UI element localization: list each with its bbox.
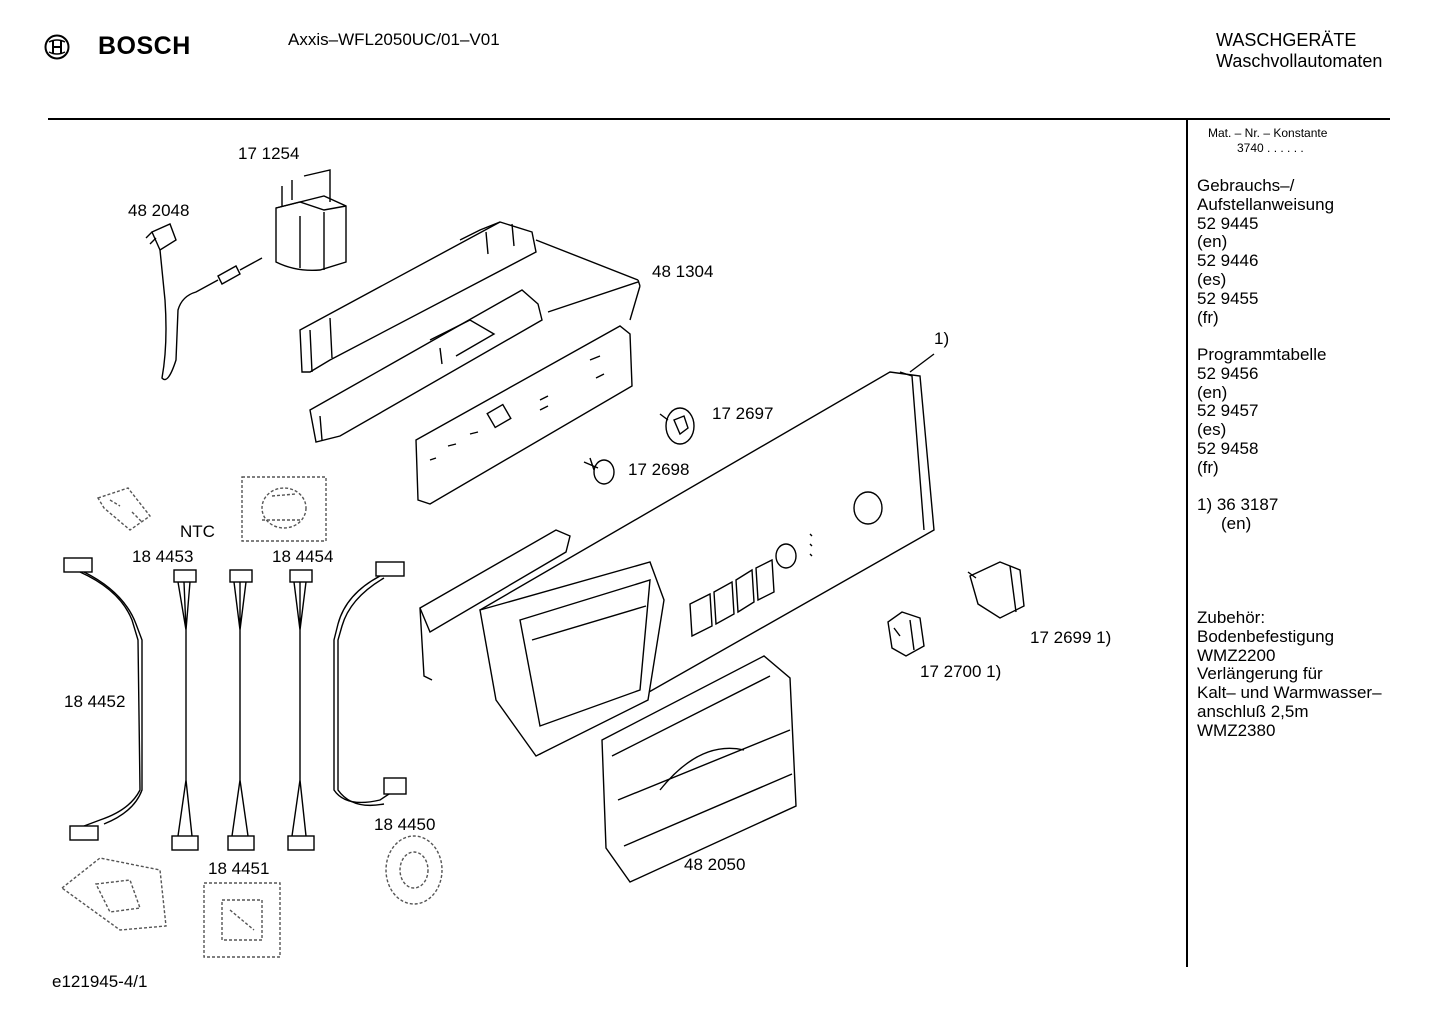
category-subtitle: Waschvollautomaten bbox=[1216, 51, 1383, 71]
wire-harness-184452-drawing bbox=[63, 557, 143, 841]
manual-section: Gebrauchs–/ Aufstellanweisung 52 9445 (e… bbox=[1197, 176, 1402, 327]
pressure-switch-drawing bbox=[275, 169, 347, 272]
list-item: Kalt– und Warmwasser– bbox=[1197, 683, 1382, 703]
list-item: 52 9457 bbox=[1197, 401, 1259, 421]
part-label-172697: 17 2697 bbox=[712, 404, 774, 423]
mat-nr-label: Mat. – Nr. – Konstante bbox=[1208, 126, 1328, 140]
knob-172699-drawing bbox=[967, 561, 1025, 619]
list-item: anschluß 2,5m bbox=[1197, 701, 1309, 721]
list-item: (es) bbox=[1197, 269, 1227, 289]
control-panel-drawing bbox=[419, 371, 935, 757]
list-item: Bodenbefestigung bbox=[1197, 626, 1335, 646]
list-item: (es) bbox=[1197, 420, 1227, 440]
list-item: WMZ2200 bbox=[1197, 645, 1276, 665]
manual-title: Gebrauchs–/ Aufstellanweisung bbox=[1197, 176, 1335, 214]
control-module-drawing bbox=[299, 221, 641, 505]
part-label-482050: 48 2050 bbox=[684, 855, 746, 874]
list-item: (en) bbox=[1197, 232, 1228, 252]
valve-outline-drawing bbox=[203, 882, 281, 958]
list-item: WMZ2380 bbox=[1197, 720, 1276, 740]
part-label-184451: 18 4451 bbox=[208, 859, 270, 878]
footnote-line: 1) 36 3187 bbox=[1197, 495, 1279, 514]
part-label-ntc: NTC bbox=[180, 522, 215, 541]
part-label-184454: 18 4454 bbox=[272, 547, 334, 566]
sidebar-divider bbox=[1186, 119, 1188, 967]
part-label-184453: 18 4453 bbox=[132, 547, 194, 566]
list-item: 52 9456 bbox=[1197, 363, 1259, 383]
part-label-184450: 18 4450 bbox=[374, 815, 436, 834]
knob-172697-drawing bbox=[659, 407, 695, 445]
header-divider bbox=[48, 118, 1390, 120]
list-item: 52 9455 bbox=[1197, 288, 1259, 308]
mat-nr-value: 3740 . . . . . . bbox=[1237, 141, 1304, 155]
list-item: (fr) bbox=[1197, 307, 1219, 327]
footnote-section: 1) 36 3187 (en) bbox=[1197, 495, 1402, 534]
part-label-482048: 48 2048 bbox=[128, 201, 190, 220]
part-label-481304: 48 1304 bbox=[652, 262, 714, 281]
knob-172700-drawing bbox=[887, 611, 925, 657]
bosch-logo-icon bbox=[44, 34, 70, 60]
knob-172698-drawing bbox=[583, 457, 615, 485]
wire-harness-184451-drawing bbox=[171, 569, 315, 851]
program-title: Programmtabelle bbox=[1197, 345, 1327, 364]
accessory-title: Zubehör: bbox=[1197, 608, 1266, 627]
leader-line-ref1 bbox=[909, 353, 935, 373]
list-item: (fr) bbox=[1197, 457, 1219, 477]
wire-harness-184450-drawing bbox=[333, 561, 407, 807]
category-title: WASCHGERÄTE bbox=[1216, 30, 1357, 50]
power-cord-drawing bbox=[145, 223, 263, 381]
list-item: 52 9445 bbox=[1197, 213, 1259, 233]
model-number: Axxis–WFL2050UC/01–V01 bbox=[288, 30, 500, 49]
part-label-172700: 17 2700 1) bbox=[920, 662, 1002, 681]
document-id: e121945-4/1 bbox=[52, 972, 148, 991]
brand-name: BOSCH bbox=[98, 32, 191, 60]
list-item: (en) bbox=[1197, 382, 1228, 402]
part-label-171254: 17 1254 bbox=[238, 144, 300, 163]
accessory-section: Zubehör: Bodenbefestigung WMZ2200 Verlän… bbox=[1197, 608, 1402, 741]
program-table-section: Programmtabelle 52 9456 (en) 52 9457 (es… bbox=[1197, 345, 1402, 478]
list-item: 52 9458 bbox=[1197, 438, 1259, 458]
part-label-ref1: 1) bbox=[934, 329, 950, 348]
drain-pump-outline-drawing bbox=[385, 835, 443, 905]
motor-outline-drawing bbox=[60, 857, 167, 931]
pump-184454-drawing bbox=[241, 476, 327, 542]
list-item: 52 9446 bbox=[1197, 251, 1259, 271]
part-label-184452: 18 4452 bbox=[64, 692, 126, 711]
part-label-172699: 17 2699 1) bbox=[1030, 628, 1112, 647]
list-item: Verlängerung für bbox=[1197, 664, 1323, 684]
part-label-172698: 17 2698 bbox=[628, 460, 690, 479]
footnote-language: (en) bbox=[1221, 513, 1252, 533]
exploded-parts-diagram bbox=[60, 169, 1025, 958]
drawer-front-drawing bbox=[601, 655, 797, 883]
ntc-sensor-drawing bbox=[96, 487, 152, 531]
